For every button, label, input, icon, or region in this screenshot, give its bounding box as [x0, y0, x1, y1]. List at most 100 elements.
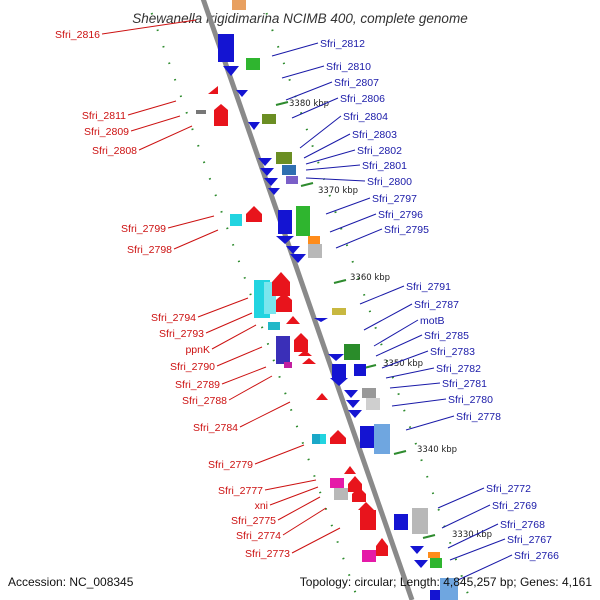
gene-feature[interactable]: [232, 0, 246, 10]
gene-label[interactable]: Sfri_2781: [442, 378, 487, 390]
gene-feature[interactable]: [358, 502, 374, 510]
gene-feature[interactable]: [316, 393, 328, 400]
gene-label[interactable]: Sfri_2783: [430, 346, 475, 358]
gene-label[interactable]: Sfri_2774: [236, 530, 281, 542]
gene-feature[interactable]: [290, 254, 306, 263]
gene-feature[interactable]: [440, 578, 458, 600]
gene-label[interactable]: Sfri_2773: [245, 548, 290, 560]
gene-label[interactable]: Sfri_2775: [231, 515, 276, 527]
gene-feature[interactable]: [296, 206, 310, 236]
gene-feature[interactable]: [248, 122, 260, 130]
gene-label[interactable]: Sfri_2807: [334, 77, 379, 89]
gene-label[interactable]: Sfri_2804: [343, 111, 388, 123]
gene-label[interactable]: Sfri_2769: [492, 500, 537, 512]
gene-label[interactable]: Sfri_2798: [127, 244, 172, 256]
gene-feature[interactable]: [430, 558, 442, 568]
gene-feature[interactable]: [272, 272, 290, 282]
gene-label[interactable]: Sfri_2801: [362, 160, 407, 172]
gene-label[interactable]: Sfri_2811: [82, 110, 126, 122]
gene-feature[interactable]: [268, 188, 280, 195]
gene-feature[interactable]: [260, 168, 274, 176]
gene-feature[interactable]: [362, 388, 376, 398]
gene-feature[interactable]: [258, 158, 272, 166]
gene-label[interactable]: Sfri_2810: [326, 61, 371, 73]
gene-feature[interactable]: [286, 176, 298, 184]
gene-feature[interactable]: [294, 340, 308, 352]
gene-label[interactable]: Sfri_2789: [175, 379, 220, 391]
reverse-strand-genes[interactable]: [218, 34, 458, 600]
gene-feature[interactable]: [412, 508, 428, 534]
gene-label[interactable]: Sfri_2787: [414, 299, 459, 311]
gene-feature[interactable]: [330, 438, 346, 444]
gene-feature[interactable]: [410, 546, 424, 554]
gene-label[interactable]: Sfri_2778: [456, 411, 501, 423]
gene-feature[interactable]: [314, 318, 328, 322]
gene-feature[interactable]: [286, 246, 300, 254]
gene-feature[interactable]: [394, 514, 408, 530]
gene-label[interactable]: Sfri_2768: [500, 519, 545, 531]
gene-feature[interactable]: [344, 466, 356, 474]
gene-feature[interactable]: [320, 434, 326, 444]
gene-label[interactable]: Sfri_2796: [378, 209, 423, 221]
gene-feature[interactable]: [223, 66, 239, 76]
gene-feature[interactable]: [312, 434, 320, 444]
gene-feature[interactable]: [246, 206, 262, 214]
gene-label[interactable]: Sfri_2794: [151, 312, 196, 324]
gene-label[interactable]: Sfri_2812: [320, 38, 365, 50]
gene-label[interactable]: Sfri_2779: [208, 459, 253, 471]
gene-feature[interactable]: [344, 390, 358, 398]
gene-feature[interactable]: [276, 300, 292, 312]
gene-feature[interactable]: [366, 398, 380, 410]
gene-feature[interactable]: [430, 590, 440, 600]
gene-label[interactable]: Sfri_2785: [424, 330, 469, 342]
gene-feature[interactable]: [346, 400, 360, 408]
gene-feature[interactable]: [352, 494, 366, 502]
gene-label[interactable]: Sfri_2788: [182, 395, 227, 407]
gene-feature[interactable]: [276, 152, 292, 164]
gene-feature[interactable]: [294, 333, 308, 340]
gene-label[interactable]: Sfri_2808: [92, 145, 137, 157]
gene-feature[interactable]: [374, 424, 390, 454]
gene-label[interactable]: Sfri_2782: [436, 363, 481, 375]
gene-feature[interactable]: [246, 214, 262, 222]
gene-feature[interactable]: [272, 282, 290, 296]
gene-feature[interactable]: [214, 104, 228, 110]
gene-label[interactable]: Sfri_2803: [352, 129, 397, 141]
gene-feature[interactable]: [218, 34, 234, 62]
gene-feature[interactable]: [276, 336, 290, 364]
gene-feature[interactable]: [328, 354, 344, 361]
gene-feature[interactable]: [330, 478, 344, 488]
gene-feature[interactable]: [230, 214, 242, 226]
gene-label[interactable]: Sfri_2802: [357, 145, 402, 157]
forward-strand-genes[interactable]: [196, 0, 388, 562]
gene-feature[interactable]: [264, 178, 278, 186]
gene-label[interactable]: Sfri_2806: [340, 93, 385, 105]
gene-label[interactable]: Sfri_2777: [218, 485, 263, 497]
gene-feature[interactable]: [362, 550, 376, 562]
gene-feature[interactable]: [282, 165, 296, 175]
gene-label[interactable]: Sfri_2784: [193, 422, 238, 434]
gene-label[interactable]: Sfri_2767: [507, 534, 552, 546]
gene-feature[interactable]: [286, 316, 300, 324]
gene-feature[interactable]: [360, 510, 376, 530]
gene-feature[interactable]: [196, 110, 206, 114]
gene-feature[interactable]: [236, 90, 248, 97]
gene-label[interactable]: Sfri_2772: [486, 483, 531, 495]
gene-feature[interactable]: [276, 236, 294, 244]
gene-feature[interactable]: [376, 538, 388, 546]
gene-label[interactable]: Sfri_2816: [55, 29, 100, 41]
gene-feature[interactable]: [308, 236, 320, 244]
gene-feature[interactable]: [276, 293, 292, 300]
gene-label[interactable]: xni: [255, 500, 268, 512]
gene-label[interactable]: motB: [420, 315, 445, 327]
gene-feature[interactable]: [208, 86, 218, 94]
gene-feature[interactable]: [360, 426, 376, 448]
gene-label[interactable]: Sfri_2800: [367, 176, 412, 188]
gene-feature[interactable]: [246, 58, 260, 70]
gene-feature[interactable]: [268, 322, 280, 330]
gene-feature[interactable]: [334, 488, 348, 500]
gene-feature[interactable]: [262, 114, 276, 124]
gene-feature[interactable]: [308, 244, 322, 258]
gene-label[interactable]: ppnK: [185, 344, 210, 356]
gene-feature[interactable]: [298, 350, 312, 356]
